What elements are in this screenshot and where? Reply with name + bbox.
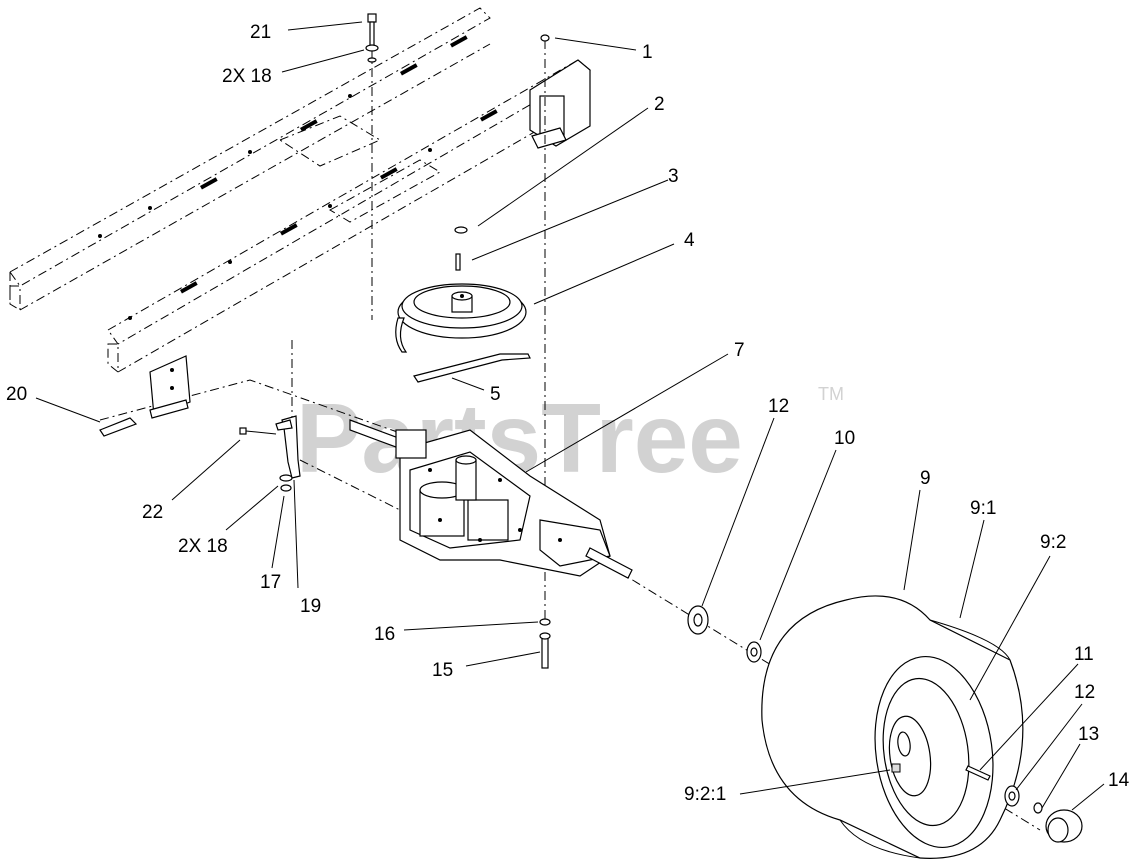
frame-cross-member-2	[329, 159, 441, 223]
callout-19: 19	[300, 596, 321, 617]
callout-labels: 1 2 3 4 5 7 9 9:1 9:2 9:2:1 10 11 12 12 …	[6, 22, 1130, 805]
callout-7: 7	[734, 340, 745, 361]
callout-16: 16	[374, 624, 395, 645]
callout-17: 17	[260, 572, 281, 593]
callout-20: 20	[6, 384, 27, 405]
pulley-4	[397, 283, 527, 339]
callout-21: 21	[250, 22, 271, 43]
bracket-19	[275, 415, 301, 479]
callout-11: 11	[1074, 644, 1094, 665]
callout-22: 22	[142, 502, 163, 523]
rail-slots	[98, 35, 498, 320]
washer-12-inner	[687, 605, 709, 635]
key-3	[455, 253, 461, 271]
spacer-10	[746, 641, 762, 663]
callout-2: 2	[654, 94, 665, 115]
cable-axis-line	[99, 379, 421, 441]
bolt-15	[539, 632, 551, 669]
callout-12-outer: 12	[1074, 682, 1095, 703]
frame-cross-member	[278, 115, 382, 167]
cap-14	[1045, 809, 1083, 843]
callout-18-top: 2X 18	[222, 66, 272, 87]
wheel-9	[761, 595, 1024, 859]
watermark-trademark: TM	[818, 384, 844, 404]
callout-9-2: 9:2	[1040, 532, 1066, 553]
callout-14: 14	[1108, 770, 1130, 791]
valve-9-2-1	[891, 763, 901, 773]
callout-18-bottom: 2X 18	[178, 536, 228, 557]
frame-rail-rear-top	[9, 7, 491, 287]
callout-13: 13	[1078, 724, 1099, 745]
callout-5: 5	[490, 384, 501, 405]
callout-9-2-1: 9:2:1	[684, 784, 726, 805]
washer-18-lower	[279, 474, 293, 492]
callout-9-1: 9:1	[970, 498, 996, 519]
rear-bracket-foot	[531, 127, 567, 149]
transaxle-7	[349, 419, 633, 579]
callout-1: 1	[642, 42, 653, 63]
bolt-21	[365, 13, 379, 63]
leader-lines	[35, 21, 1105, 811]
washer-18-top	[365, 44, 379, 52]
callout-3: 3	[668, 166, 679, 187]
pin-1	[540, 34, 550, 42]
callout-4: 4	[684, 230, 695, 251]
callout-15: 15	[432, 660, 453, 681]
bracket-20	[99, 355, 191, 437]
callout-12-inner: 12	[768, 396, 789, 417]
cable-end-20	[99, 417, 138, 437]
key-11	[965, 765, 991, 781]
clip-2	[454, 226, 468, 234]
belt-5	[395, 317, 531, 383]
callout-10: 10	[834, 428, 855, 449]
bolt-22	[239, 427, 277, 435]
washer-12-outer	[1004, 785, 1020, 807]
frame-rail-front-end	[107, 343, 119, 374]
washer-16	[539, 618, 551, 626]
frame-rail-rear-end	[9, 285, 21, 311]
ring-13	[1033, 802, 1043, 814]
callout-9: 9	[920, 468, 931, 489]
